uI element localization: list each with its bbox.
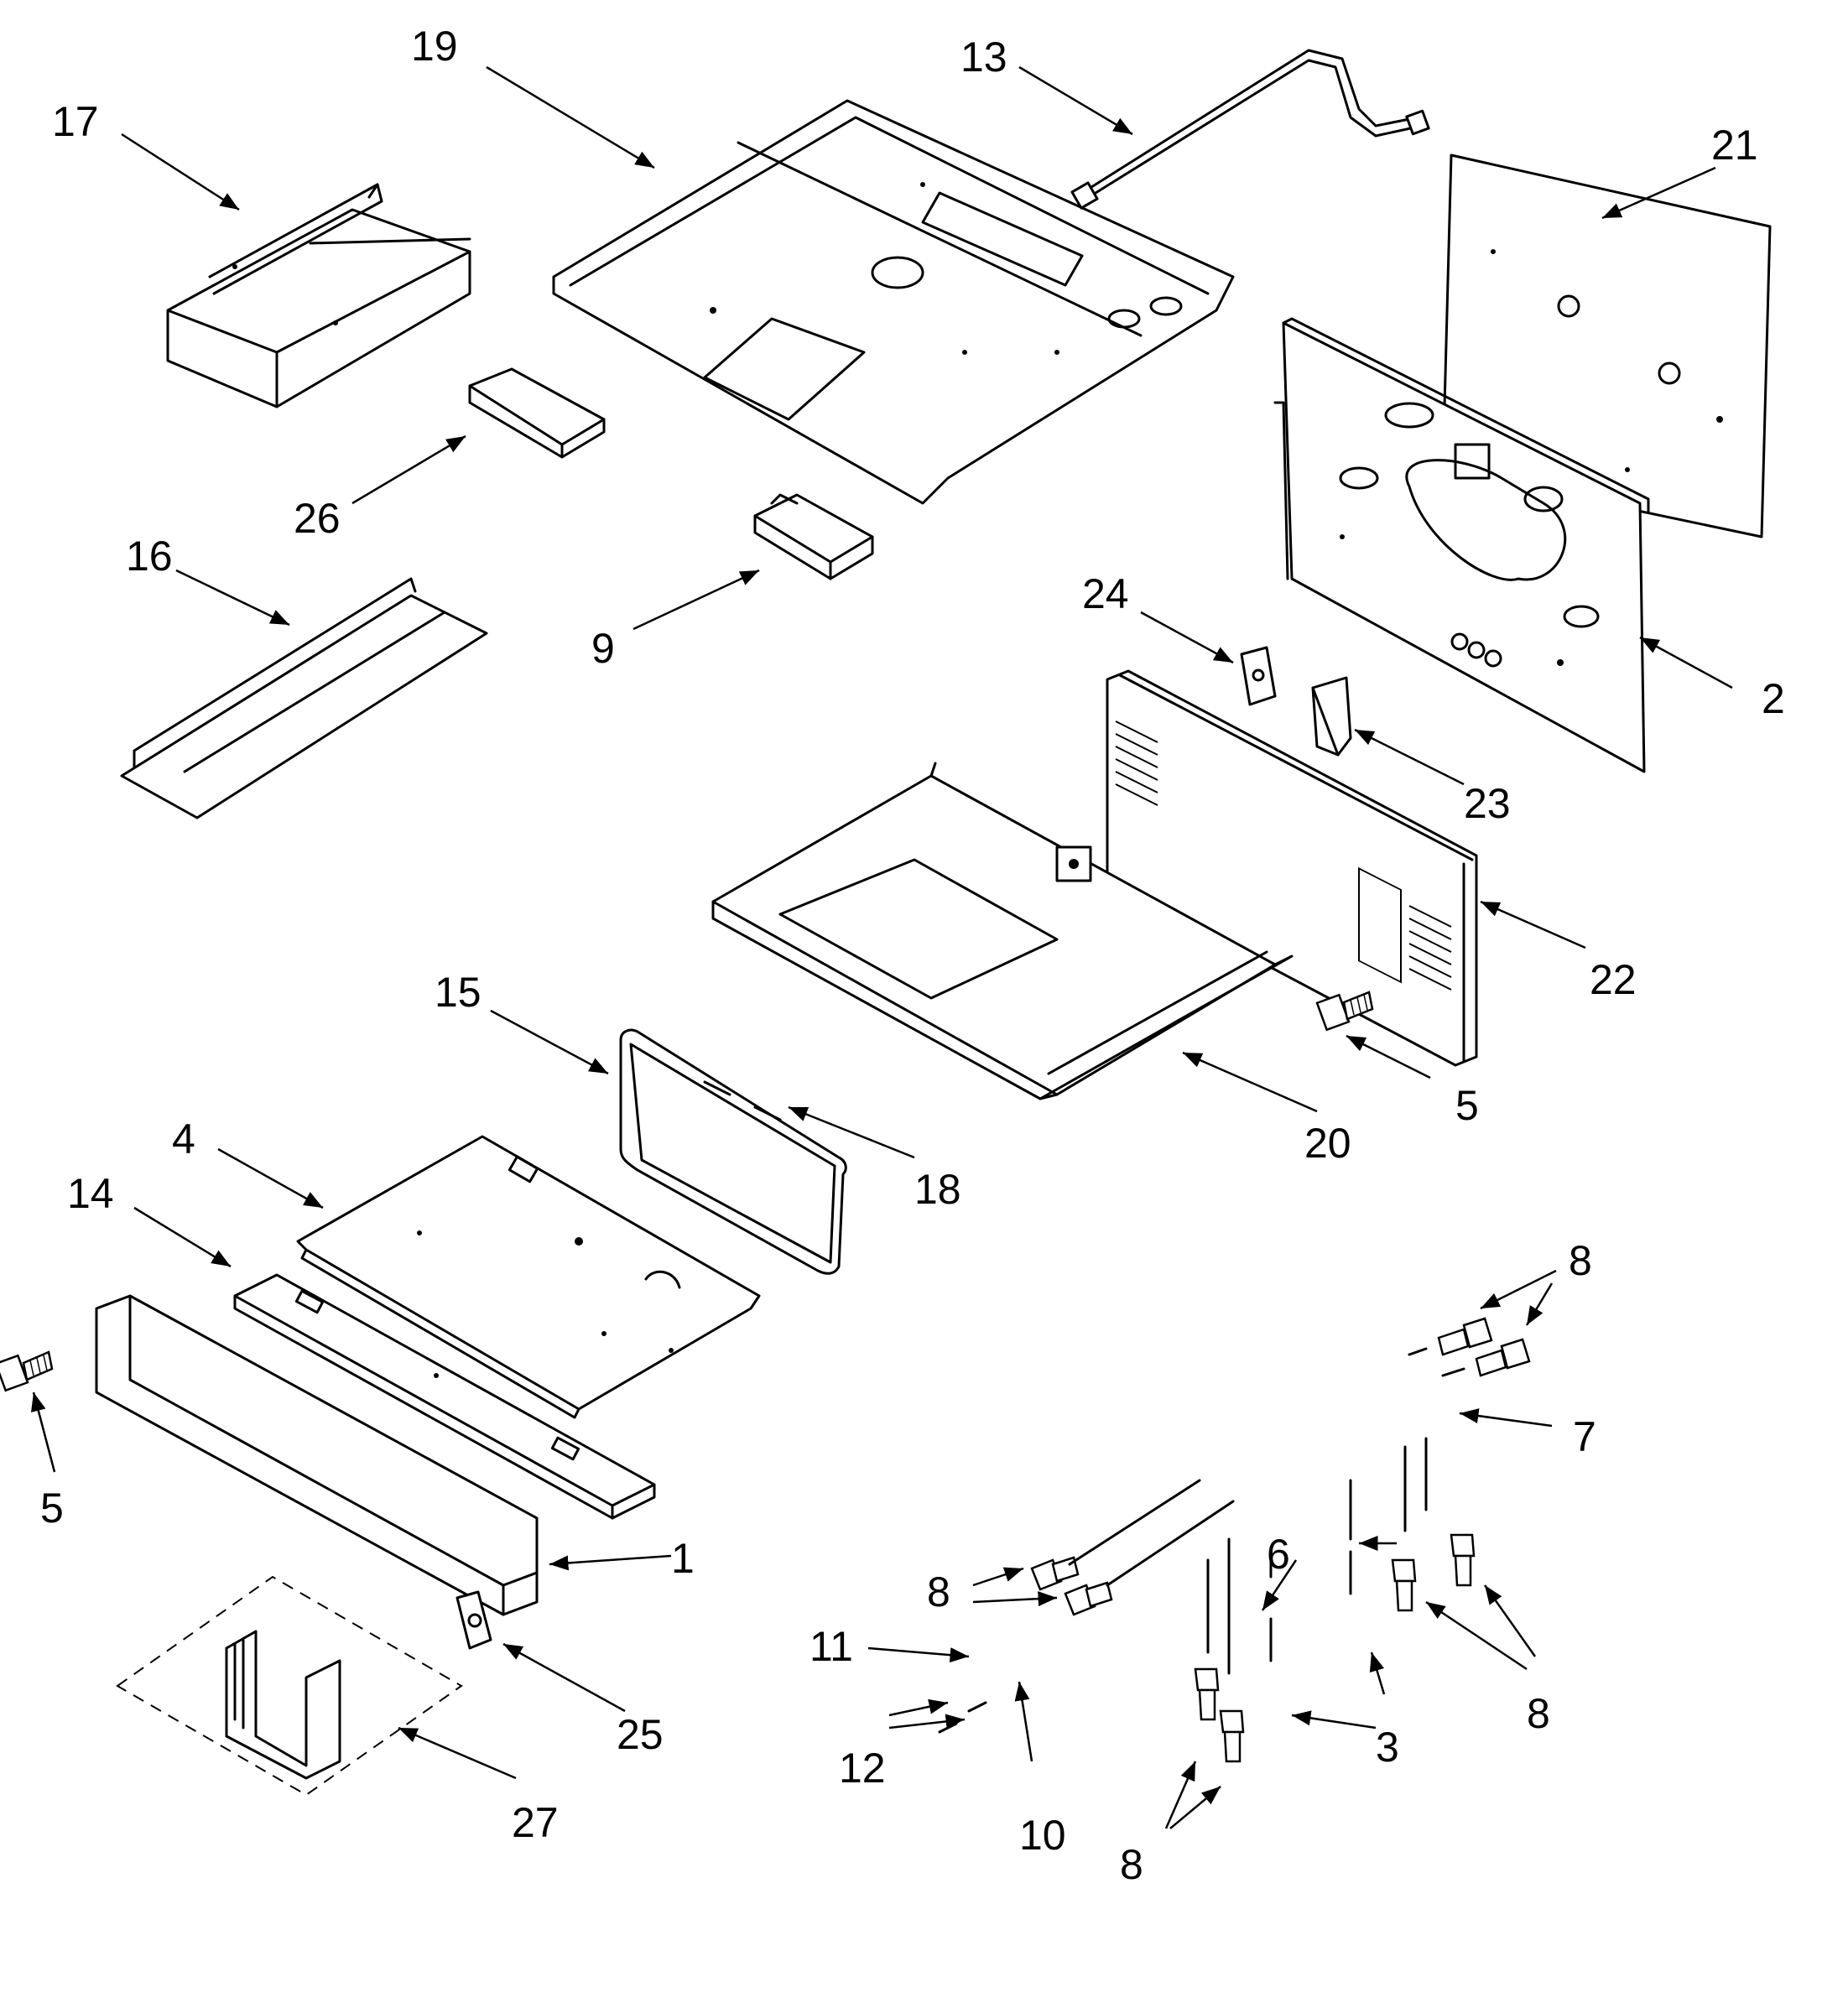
- callout-5-left: 5: [40, 1485, 64, 1532]
- callout-17: 17: [52, 98, 99, 145]
- part-2-inner-back-panel: [1273, 317, 1650, 773]
- callout-3: 3: [1376, 1724, 1399, 1771]
- part-9-bracket: [753, 493, 874, 580]
- callout-26: 26: [294, 495, 341, 542]
- part-22-vented-panel: [1106, 669, 1478, 1067]
- callout-11: 11: [809, 1623, 853, 1670]
- vent-slots-left: [1115, 720, 1158, 806]
- callout-18: 18: [914, 1166, 961, 1213]
- part-20-tray: [711, 762, 1294, 1100]
- part-14-front-rail: [233, 1273, 656, 1520]
- part-17-trough: [166, 183, 471, 408]
- leader-arrows: [31, 65, 1733, 1829]
- callout-10: 10: [1019, 1812, 1066, 1859]
- callout-14: 14: [67, 1170, 114, 1217]
- part-19-top-panel: [552, 99, 1235, 505]
- callout-1: 1: [671, 1535, 695, 1582]
- part-25-clip: [455, 1590, 492, 1650]
- callout-8-bottom: 8: [1120, 1841, 1143, 1888]
- callout-24: 24: [1082, 570, 1129, 617]
- callout-12: 12: [839, 1745, 886, 1792]
- callout-13: 13: [960, 34, 1007, 81]
- callout-20: 20: [1304, 1120, 1351, 1167]
- part-13-gas-tube: [1070, 49, 1430, 210]
- callout-15: 15: [435, 969, 482, 1016]
- callout-2: 2: [1762, 675, 1785, 722]
- callout-labels: 17 19 13 21 26 16 9 24 2 23 22 15 5 20 1…: [40, 23, 1785, 1888]
- part-26-bracket: [468, 367, 606, 459]
- vent-slots-right: [1408, 905, 1452, 991]
- bolt-8-right: [1391, 1533, 1476, 1612]
- callout-23: 23: [1464, 780, 1511, 827]
- callout-25: 25: [617, 1711, 664, 1758]
- callout-8-top: 8: [1569, 1237, 1592, 1284]
- part-15-gasket: [619, 1028, 847, 1275]
- callout-16: 16: [126, 533, 173, 580]
- part-23-bracket: [1311, 676, 1352, 757]
- part-24-clip: [1240, 646, 1277, 706]
- callout-4: 4: [172, 1116, 195, 1163]
- bolt-8-lower: [1194, 1667, 1245, 1763]
- part-27-box: [116, 1575, 463, 1797]
- part-18-wire: [703, 1080, 782, 1121]
- bolt-8-left: [1030, 1556, 1113, 1616]
- callout-8-right: 8: [1527, 1690, 1550, 1737]
- bolt-5-left: [0, 1350, 54, 1392]
- callout-9: 9: [591, 625, 615, 672]
- part-1-front-trim: [95, 1294, 539, 1616]
- callout-22: 22: [1590, 956, 1637, 1003]
- callout-21: 21: [1711, 122, 1758, 169]
- callout-19: 19: [411, 23, 458, 70]
- bolt-8-upper: [1437, 1317, 1531, 1377]
- part-16-rail: [120, 577, 488, 819]
- part-4-bottom-plate: [296, 1135, 761, 1419]
- callout-7: 7: [1573, 1413, 1596, 1460]
- callout-8-left: 8: [927, 1568, 950, 1615]
- callout-6: 6: [1267, 1531, 1290, 1578]
- callout-27: 27: [512, 1799, 559, 1846]
- callout-5-right: 5: [1455, 1082, 1479, 1129]
- part-21-back-panel: [1441, 153, 1772, 538]
- bolt-5-right: [1315, 991, 1374, 1032]
